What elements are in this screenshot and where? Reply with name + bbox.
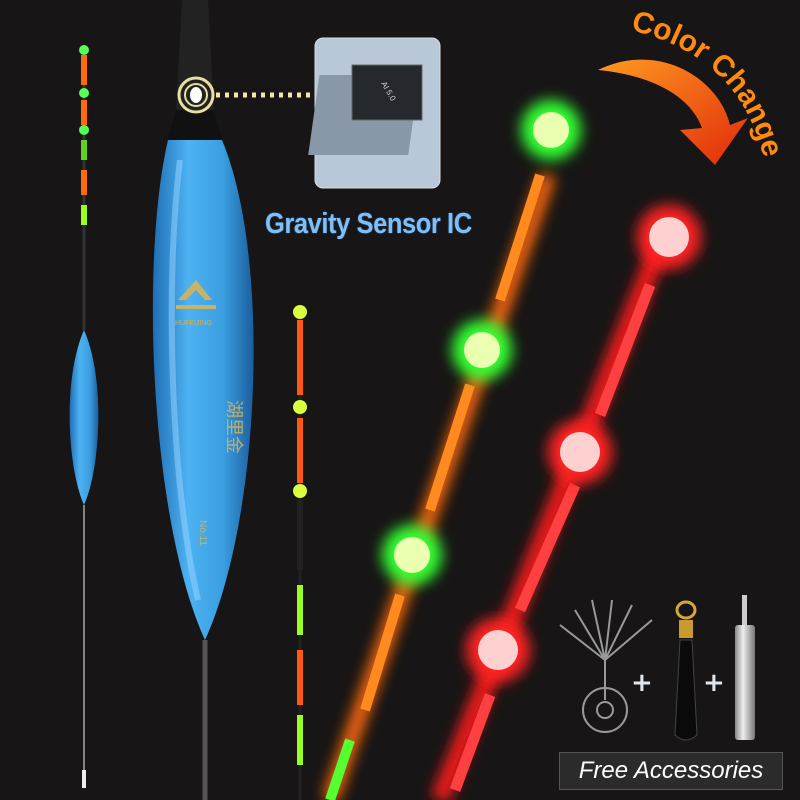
brand-logo: HUFEIJING 湖里金 No.11 xyxy=(175,280,244,546)
chip-inset: AI 5.0 xyxy=(308,37,441,189)
large-float: HUFEIJING 湖里金 No.11 xyxy=(152,0,312,800)
middle-tip xyxy=(293,305,307,800)
accessory-stopper-set xyxy=(559,599,653,733)
accessory-battery xyxy=(735,595,755,740)
free-accessories-banner: Free Accessories xyxy=(559,752,783,790)
curved-arrow-icon xyxy=(598,59,748,165)
svg-text:No.11: No.11 xyxy=(197,520,208,546)
svg-text:HUFEIJING: HUFEIJING xyxy=(175,320,212,327)
accessory-swivel xyxy=(674,600,698,741)
red-led-tip xyxy=(431,205,701,800)
svg-text:湖里金: 湖里金 xyxy=(223,400,244,454)
plus-sign: + xyxy=(631,668,653,698)
small-float xyxy=(69,45,99,788)
gravity-sensor-title: Gravity Sensor IC xyxy=(265,208,472,240)
plus-sign: + xyxy=(703,668,725,698)
green-led-tip xyxy=(322,100,581,800)
free-accessories-label: Free Accessories xyxy=(578,757,764,784)
led-icon xyxy=(79,45,89,55)
